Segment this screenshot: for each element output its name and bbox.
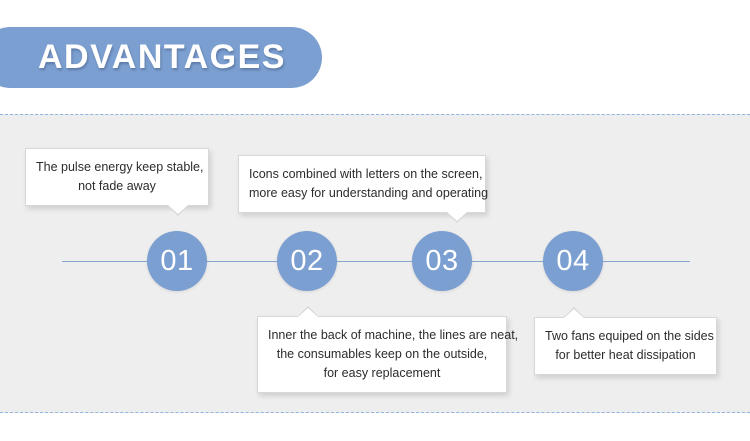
callout-pointer-icon [563,309,585,319]
timeline-node-04[interactable]: 04 [543,231,603,291]
callout-box-04: Two fans equiped on the sides for better… [534,307,717,375]
timeline-node-03[interactable]: 03 [412,231,472,291]
callout-line: more easy for understanding and operatin… [249,186,489,200]
callout-pointer-icon [297,308,319,318]
timeline-node-02[interactable]: 02 [277,231,337,291]
page-title: ADVANTAGES [38,38,286,76]
header-banner: ADVANTAGES [0,27,322,88]
callout-box-01: The pulse energy keep stable, not fade a… [25,148,209,216]
timeline-node-01[interactable]: 01 [147,231,207,291]
callout-pointer-icon [446,211,468,221]
callout-line: for better heat dissipation [555,348,696,362]
callout-pointer-icon [167,204,189,214]
timeline-rule [62,261,690,262]
callout-line: The pulse energy keep stable, [36,160,204,174]
callout-line: for easy replacement [323,366,441,380]
callout-box-03: Inner the back of machine, the lines are… [257,306,519,393]
callout-line: Two fans equiped on the sides [545,329,714,343]
callout-line: Inner the back of machine, the lines are… [268,328,519,342]
callout-line: Icons combined with letters on the scree… [249,167,483,181]
callout-line: the consumables keep on the outside, [276,347,488,361]
callout-box-02: Icons combined with letters on the scree… [238,155,489,223]
callout-line: not fade away [78,179,156,193]
